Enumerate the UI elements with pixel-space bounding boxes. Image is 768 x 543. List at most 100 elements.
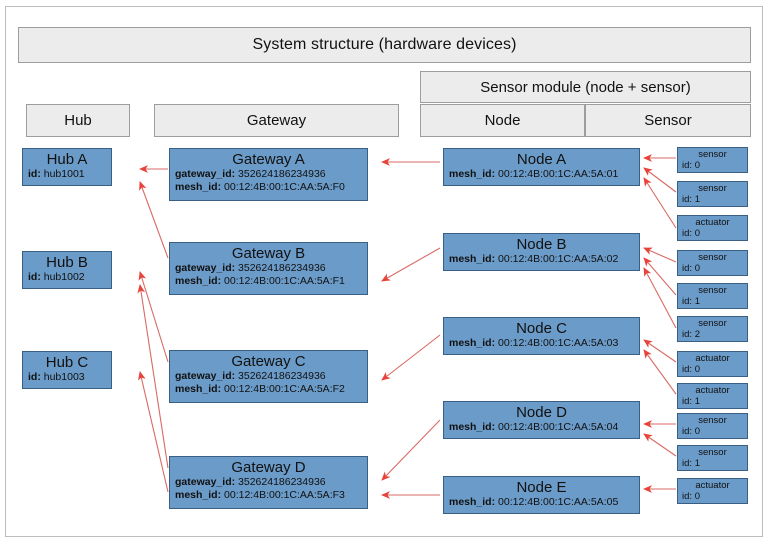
node-c-mesh-id: mesh_id: 00:12:4B:00:1C:AA:5A:03 [444,337,639,350]
gateway-b-mesh-id: mesh_id: 00:12:4B:00:1C:AA:5A:F1 [170,275,367,288]
peripheral-10-id-value: 0 [694,490,700,502]
node-e-title: Node E [516,479,567,496]
node-b-mesh-id-value: 00:12:4B:00:1C:AA:5A:02 [498,252,619,265]
node-a[interactable]: Node A mesh_id: 00:12:4B:00:1C:AA:5A:01 [443,148,640,186]
peripheral-0[interactable]: sensor id: 0 [677,147,748,173]
peripheral-4-kind: sensor [698,285,727,296]
gateway-c-title: Gateway C [231,353,306,370]
page-title: System structure (hardware devices) [252,36,517,53]
hub-a[interactable]: Hub A id: hub1001 [22,148,112,186]
peripheral-10[interactable]: actuator id: 0 [677,478,748,504]
peripheral-8-id-value: 0 [694,425,700,437]
peripheral-5-id-value: 2 [694,328,700,340]
gateway-d-gateway-id-label: gateway_id: [175,475,236,488]
column-header-hub: Hub [26,104,130,137]
peripheral-4-id: id: 1 [678,295,747,308]
peripheral-6[interactable]: actuator id: 0 [677,351,748,377]
node-a-mesh-id: mesh_id: 00:12:4B:00:1C:AA:5A:01 [444,168,639,181]
column-header-gateway: Gateway [154,104,399,137]
peripheral-7[interactable]: actuator id: 1 [677,383,748,409]
gateway-b-mesh-id-value: 00:12:4B:00:1C:AA:5A:F1 [224,275,345,288]
peripheral-0-id: id: 0 [678,159,747,172]
hub-a-id: id: hub1001 [23,168,111,181]
gateway-a-mesh-id-label: mesh_id: [175,181,222,194]
diagram-title-box: System structure (hardware devices) [18,27,751,63]
peripheral-8-kind: sensor [698,415,727,426]
peripheral-6-kind: actuator [695,353,730,364]
peripheral-4[interactable]: sensor id: 1 [677,283,748,309]
gateway-d-mesh-id: mesh_id: 00:12:4B:00:1C:AA:5A:F3 [170,489,367,502]
peripheral-4-id-value: 1 [694,295,700,307]
peripheral-9[interactable]: sensor id: 1 [677,445,748,471]
peripheral-0-kind: sensor [698,149,727,160]
diagram-frame [5,6,763,537]
peripheral-2-id: id: 0 [678,227,747,240]
node-b[interactable]: Node B mesh_id: 00:12:4B:00:1C:AA:5A:02 [443,233,640,271]
peripheral-9-kind: sensor [698,447,727,458]
node-b-mesh-id-label: mesh_id: [449,252,496,265]
sensor-module-group-label: Sensor module (node + sensor) [480,78,691,96]
gateway-d-gateway-id: gateway_id: 352624186234936 [170,476,367,489]
peripheral-8-id: id: 0 [678,425,747,438]
gateway-a-gateway-id-value: 352624186234936 [238,167,326,180]
node-e-mesh-id-value: 00:12:4B:00:1C:AA:5A:05 [498,495,619,508]
column-header-node: Node [420,104,585,137]
gateway-a[interactable]: Gateway A gateway_id: 352624186234936 me… [169,148,368,201]
peripheral-10-kind: actuator [695,480,730,491]
node-e[interactable]: Node E mesh_id: 00:12:4B:00:1C:AA:5A:05 [443,476,640,514]
sensor-module-group-header: Sensor module (node + sensor) [420,71,751,103]
gateway-c-gateway-id-value: 352624186234936 [238,369,326,382]
gateway-c[interactable]: Gateway C gateway_id: 352624186234936 me… [169,350,368,403]
hub-a-id-label: id: [28,167,41,180]
peripheral-2-id-label: id: [682,227,693,239]
peripheral-8[interactable]: sensor id: 0 [677,413,748,439]
hub-c-title: Hub C [45,354,89,371]
column-header-sensor-label: Sensor [644,112,692,129]
gateway-d[interactable]: Gateway D gateway_id: 352624186234936 me… [169,456,368,509]
peripheral-0-id-value: 0 [694,159,700,171]
peripheral-3-kind: sensor [698,252,727,263]
peripheral-7-id-label: id: [682,395,693,407]
peripheral-8-id-label: id: [682,425,693,437]
hub-b[interactable]: Hub B id: hub1002 [22,251,112,289]
hub-c-id-label: id: [28,370,41,383]
hub-c[interactable]: Hub C id: hub1003 [22,351,112,389]
peripheral-1-id-value: 1 [694,193,700,205]
node-d-mesh-id-value: 00:12:4B:00:1C:AA:5A:04 [498,420,619,433]
node-c[interactable]: Node C mesh_id: 00:12:4B:00:1C:AA:5A:03 [443,317,640,355]
node-a-title: Node A [516,151,567,168]
hub-b-id-value: hub1002 [43,270,85,283]
gateway-b-mesh-id-label: mesh_id: [175,275,222,288]
node-c-mesh-id-label: mesh_id: [449,336,496,349]
gateway-d-gateway-id-value: 352624186234936 [238,475,326,488]
gateway-b[interactable]: Gateway B gateway_id: 352624186234936 me… [169,242,368,295]
node-d[interactable]: Node D mesh_id: 00:12:4B:00:1C:AA:5A:04 [443,401,640,439]
node-b-mesh-id: mesh_id: 00:12:4B:00:1C:AA:5A:02 [444,253,639,266]
gateway-a-title: Gateway A [232,151,305,168]
node-a-mesh-id-value: 00:12:4B:00:1C:AA:5A:01 [498,167,619,180]
peripheral-5[interactable]: sensor id: 2 [677,316,748,342]
gateway-c-gateway-id-label: gateway_id: [175,369,236,382]
peripheral-9-id-value: 1 [694,457,700,469]
column-header-sensor: Sensor [585,104,751,137]
node-b-title: Node B [516,236,567,253]
peripheral-2[interactable]: actuator id: 0 [677,215,748,241]
peripheral-6-id: id: 0 [678,363,747,376]
hub-c-id: id: hub1003 [23,371,111,384]
peripheral-1[interactable]: sensor id: 1 [677,181,748,207]
node-c-mesh-id-value: 00:12:4B:00:1C:AA:5A:03 [498,336,619,349]
node-d-mesh-id: mesh_id: 00:12:4B:00:1C:AA:5A:04 [444,421,639,434]
peripheral-6-id-value: 0 [694,363,700,375]
gateway-b-gateway-id: gateway_id: 352624186234936 [170,262,367,275]
peripheral-3[interactable]: sensor id: 0 [677,250,748,276]
gateway-c-mesh-id-label: mesh_id: [175,383,222,396]
peripheral-3-id: id: 0 [678,263,747,275]
hub-b-id-label: id: [28,270,41,283]
peripheral-5-id: id: 2 [678,328,747,341]
hub-a-title: Hub A [46,151,88,168]
peripheral-0-id-label: id: [682,159,693,171]
gateway-d-mesh-id-label: mesh_id: [175,489,222,502]
column-header-node-label: Node [484,112,521,129]
node-e-mesh-id-label: mesh_id: [449,495,496,508]
